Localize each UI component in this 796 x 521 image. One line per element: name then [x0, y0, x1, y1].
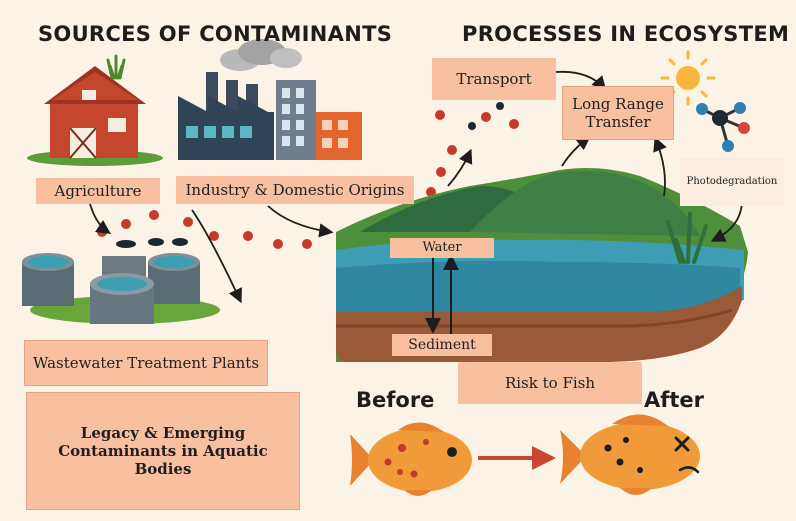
sources-heading: SOURCES OF CONTAMINANTS — [38, 22, 393, 46]
long-range-transfer-label: Long Range Transfer — [562, 86, 674, 140]
barn-icon — [27, 54, 163, 166]
healthy-fish-icon — [350, 422, 472, 496]
processes-heading: PROCESSES IN ECOSYSTEM — [462, 22, 790, 46]
molecule-icon — [696, 102, 750, 152]
wastewater-label: Wastewater Treatment Plants — [24, 340, 268, 386]
factory-icon — [178, 39, 362, 160]
transport-label: Transport — [432, 58, 556, 100]
industry-label: Industry & Domestic Origins — [176, 176, 414, 204]
wastewater-tanks-icon — [22, 253, 220, 324]
after-label: After — [644, 388, 705, 412]
water-label: Water — [390, 238, 494, 258]
risk-to-fish-label: Risk to Fish — [458, 362, 642, 404]
process-arrows — [89, 70, 743, 304]
contaminated-fish-icon — [560, 414, 700, 495]
photodegradation-label: Photodegradation — [680, 158, 784, 206]
pollutant-particles — [116, 102, 504, 248]
before-label: Before — [356, 388, 435, 412]
agriculture-label: Agriculture — [36, 178, 160, 204]
sediment-label: Sediment — [392, 334, 492, 356]
summary-box: Legacy & Emerging Contaminants in Aquati… — [26, 392, 300, 510]
